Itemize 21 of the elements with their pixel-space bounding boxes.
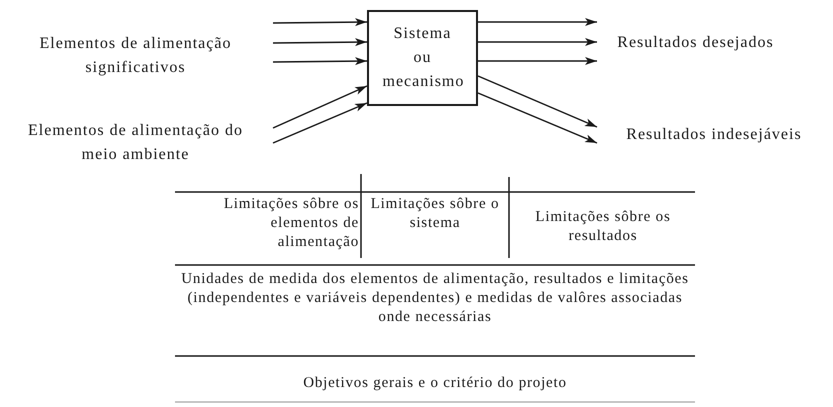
- arrow: [272, 102, 368, 144]
- arrow: [272, 85, 368, 129]
- flow-label: Resultados indesejáveis: [626, 125, 802, 145]
- flow-label: Elementos de alimentação do meio ambiente: [27, 121, 244, 165]
- arrow: [478, 38, 597, 46]
- system-box: [367, 10, 478, 106]
- arrow: [273, 38, 367, 46]
- arrow: [273, 18, 367, 26]
- table-cell-text: Limitações sôbre o sistema: [370, 195, 500, 233]
- flow-label: Resultados desejados: [617, 33, 774, 53]
- arrow: [273, 57, 367, 66]
- note-text: Objetivos gerais e o critério do projeto: [302, 374, 568, 393]
- arrow: [478, 57, 597, 65]
- note-text: Unidades de medida dos elementos de alimentação, resultados e limitações (independentes e variáveis dependentes) e medidas de valôres associadas onde necessárias: [180, 270, 690, 327]
- arrow: [478, 75, 598, 128]
- arrow: [478, 92, 598, 144]
- table-cell-text: Limitações sôbre os resultados: [534, 208, 672, 246]
- system-label: Sistema ou mecanismo: [382, 24, 462, 92]
- arrow: [478, 18, 597, 26]
- flow-label: Elementos de alimentação significativos: [38, 34, 232, 78]
- table-cell-text: Limitações sôbre os elementos de alimentação: [222, 195, 359, 252]
